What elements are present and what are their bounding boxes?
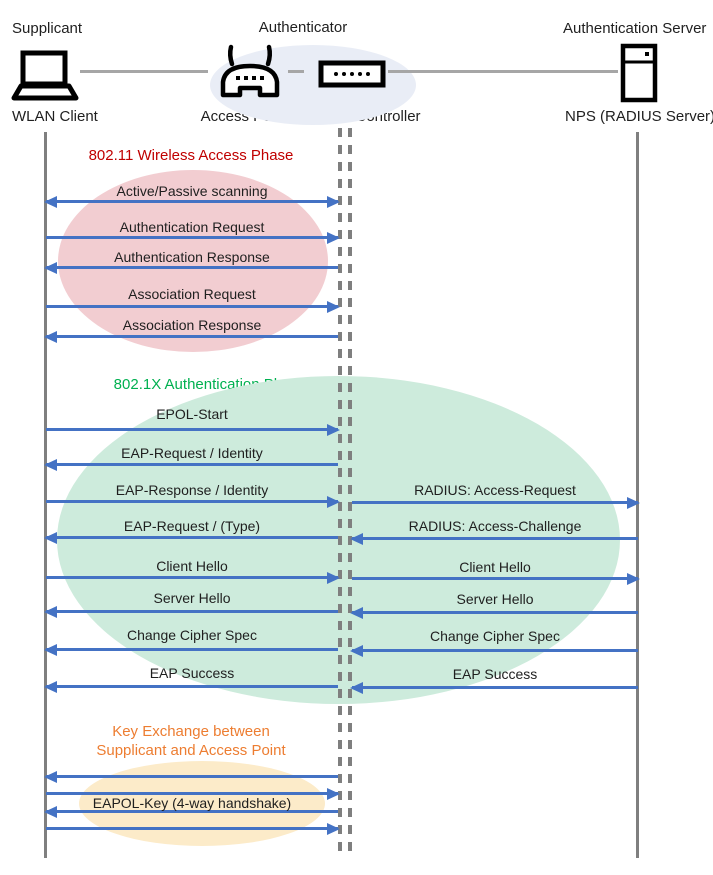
arrowhead-right-icon [627, 572, 640, 585]
arrowhead-left-icon [44, 770, 57, 783]
message-arrow-left [44, 770, 338, 783]
message-arrow-right [46, 571, 340, 584]
message-label: EAPOL-Key (4-way handshake) [92, 795, 292, 811]
message-arrow-left [350, 606, 638, 619]
message-arrow-right [46, 231, 340, 244]
arrowhead-left-icon [44, 195, 57, 208]
arrowhead-left-icon [44, 330, 57, 343]
message-label: RADIUS: Access-Request [414, 482, 576, 498]
message-label: Authentication Request [119, 219, 265, 235]
message-label: EAP-Response / Identity [115, 482, 269, 498]
arrowhead-right-icon [327, 822, 340, 835]
message-arrow-both [44, 195, 340, 208]
arrowhead-left-icon [350, 532, 363, 545]
message-arrow-right [46, 423, 340, 436]
arrowhead-right-icon [327, 195, 340, 208]
actor-label-wlan-client: WLAN Client [12, 108, 98, 125]
arrowhead-left-icon [44, 680, 57, 693]
message-arrow-right [352, 496, 640, 509]
message-arrow-left [350, 681, 638, 694]
lifeline-nps-server [636, 132, 639, 858]
phase-title-wireless-access: 802.11 Wireless Access Phase [88, 147, 294, 164]
message-label: RADIUS: Access-Challenge [408, 518, 582, 534]
message-arrow-left [44, 330, 338, 343]
connector-controller-server [388, 70, 618, 73]
message-label: Authentication Response [114, 249, 270, 265]
arrowhead-right-icon [327, 423, 340, 436]
lifeline-wlan-controller-dash-2 [348, 128, 352, 856]
server-icon [620, 43, 658, 103]
message-label: Client Hello [459, 559, 531, 575]
access-point-icon [220, 44, 280, 98]
actor-label-nps-radius-server: NPS (RADIUS Server) [565, 108, 713, 125]
message-label: EAP-Request / Identity [121, 445, 263, 461]
arrowhead-left-icon [350, 644, 363, 657]
message-arrow-right [46, 787, 340, 800]
message-label: EAP Success [452, 666, 538, 682]
phase-title-key-exchange: Key Exchange between Supplicant and Acce… [96, 723, 286, 759]
message-arrow-left [44, 458, 338, 471]
arrowhead-right-icon [327, 495, 340, 508]
message-arrow-left [44, 680, 338, 693]
message-label: EPOL-Start [156, 406, 228, 422]
arrowhead-left-icon [44, 605, 57, 618]
message-label: EAP-Request / (Type) [123, 518, 261, 534]
arrowhead-left-icon [44, 261, 57, 274]
arrowhead-left-icon [350, 681, 363, 694]
message-label: Change Cipher Spec [127, 627, 257, 643]
arrowhead-left-icon [44, 531, 57, 544]
connector-ap-controller [288, 70, 304, 73]
message-label: Association Response [122, 317, 262, 333]
message-arrow-right [46, 495, 340, 508]
message-arrow-right [46, 300, 340, 313]
connector-client-ap [80, 70, 208, 73]
message-arrow-left [350, 532, 638, 545]
arrowhead-right-icon [327, 231, 340, 244]
arrowhead-left-icon [44, 643, 57, 656]
role-title-authentication-server: Authentication Server [563, 20, 707, 37]
role-title-supplicant: Supplicant [12, 20, 83, 37]
arrowhead-right-icon [327, 300, 340, 313]
wlan-controller-icon [318, 60, 386, 88]
arrowhead-left-icon [44, 458, 57, 471]
message-label: EAP Success [149, 665, 235, 681]
message-arrow-left [44, 261, 338, 274]
message-arrow-left [44, 605, 338, 618]
message-label: Client Hello [156, 558, 228, 574]
arrowhead-right-icon [627, 496, 640, 509]
lifeline-wlan-controller-dash-1 [338, 128, 342, 856]
message-label: Server Hello [456, 591, 534, 607]
message-label: Change Cipher Spec [430, 628, 560, 644]
arrowhead-left-icon [44, 805, 57, 818]
message-arrow-right [46, 822, 340, 835]
message-arrow-left [44, 805, 338, 818]
laptop-icon [11, 50, 79, 101]
message-label: Server Hello [153, 590, 231, 606]
arrowhead-left-icon [350, 606, 363, 619]
message-arrow-left [350, 644, 638, 657]
message-arrow-left [44, 643, 338, 656]
role-title-authenticator: Authenticator [258, 19, 348, 36]
message-label: Active/Passive scanning [116, 183, 268, 199]
arrowhead-right-icon [327, 571, 340, 584]
lifeline-wlan-client [44, 132, 47, 858]
arrowhead-right-icon [327, 787, 340, 800]
message-arrow-right [352, 572, 640, 585]
message-arrow-left [44, 531, 338, 544]
message-label: Association Request [128, 286, 256, 302]
